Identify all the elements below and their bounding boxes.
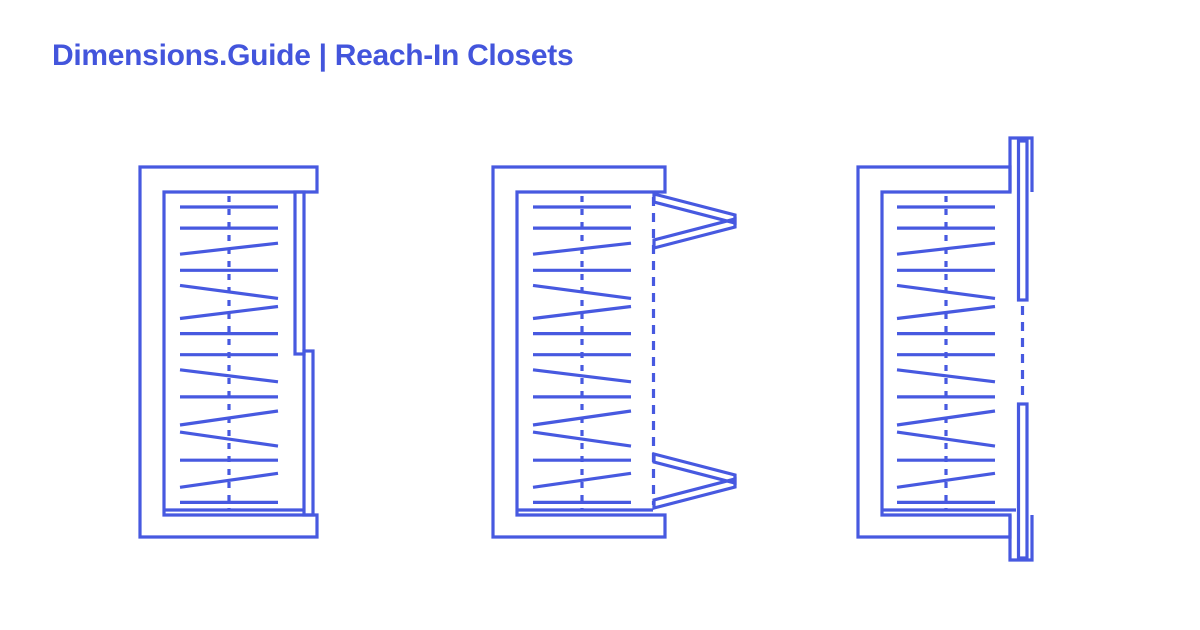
hanger-line <box>896 241 996 256</box>
bifold-door-panel <box>652 191 737 226</box>
page-title: Dimensions.Guide | Reach-In Closets <box>52 39 574 72</box>
hanger-line <box>179 283 279 300</box>
hanger-line <box>532 241 632 256</box>
hanger-line <box>179 304 279 321</box>
hanger-line <box>896 368 996 384</box>
hanger-line <box>896 304 996 321</box>
bifold-door-panel <box>652 216 737 251</box>
hanger-line <box>179 409 279 427</box>
sliding-door-panel <box>302 349 315 517</box>
hanger-line <box>179 368 279 384</box>
hanger-line <box>532 471 632 489</box>
hanger-line <box>896 409 996 427</box>
hanger-line <box>179 471 279 489</box>
pocket-frame <box>1008 515 1034 562</box>
closet-bifold-doors <box>491 165 737 539</box>
hanger-line <box>896 471 996 489</box>
sliding-door-panel <box>293 190 306 356</box>
pocket-door-panel <box>1016 139 1029 302</box>
hanger-line <box>532 409 632 427</box>
bifold-door-panel <box>652 451 737 486</box>
hanger-line <box>179 241 279 256</box>
closet-pocket-sliding-doors <box>856 136 1034 562</box>
hanger-line <box>532 430 632 448</box>
hanger-line <box>179 430 279 448</box>
closet-sliding-bypass-doors <box>138 165 319 539</box>
hanger-line <box>896 283 996 300</box>
page-header: Dimensions.Guide | Reach-In Closets <box>52 39 574 72</box>
wall-outline <box>491 165 667 539</box>
bifold-door-panel <box>652 476 737 511</box>
pocket-door-panel <box>1016 402 1029 560</box>
hanger-line <box>532 283 632 300</box>
wall-outline <box>138 165 319 539</box>
hanger-line <box>896 430 996 448</box>
hanger-line <box>532 304 632 321</box>
hanger-line <box>532 368 632 384</box>
pocket-frame <box>1008 136 1034 192</box>
